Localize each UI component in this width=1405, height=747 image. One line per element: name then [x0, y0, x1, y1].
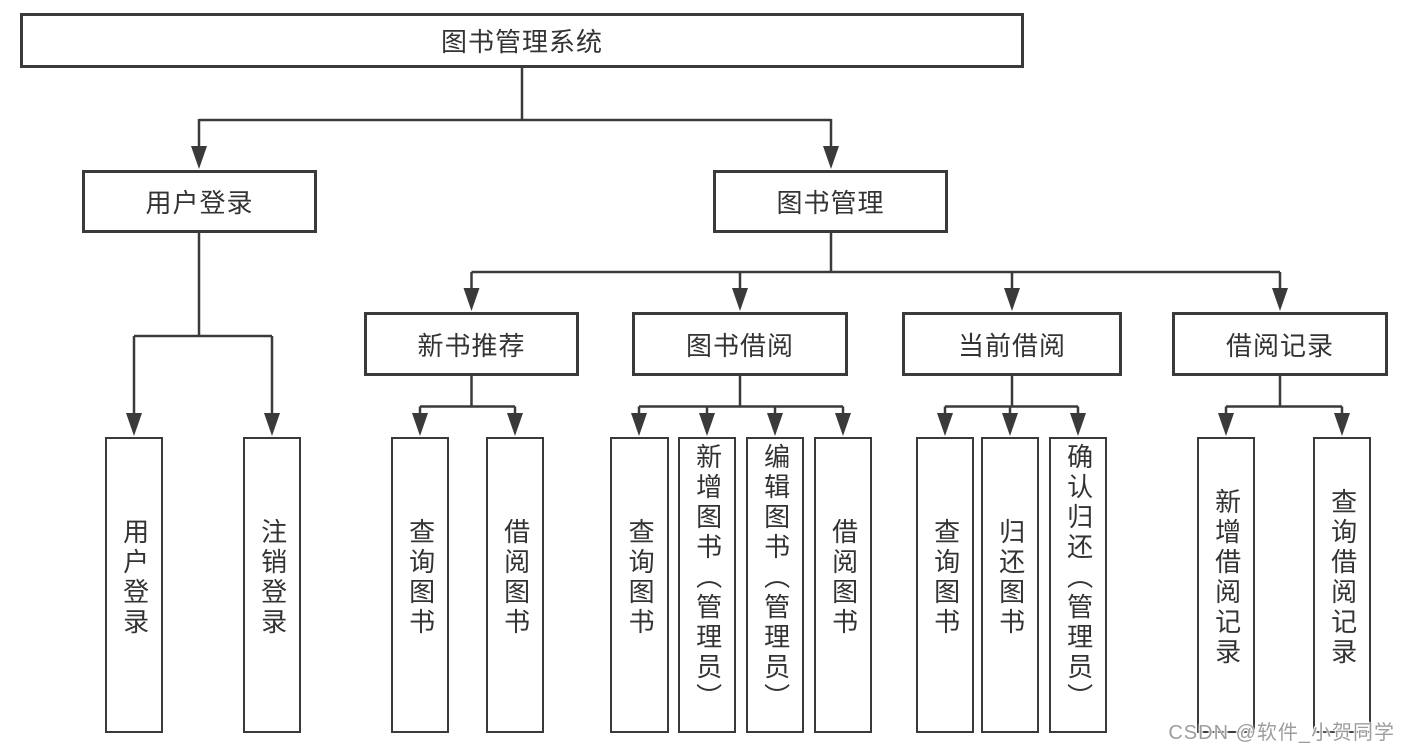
node-borrow-records-label: 借阅记录: [1225, 330, 1334, 361]
node-borrow-records: 借阅记录: [1172, 312, 1388, 376]
arrow-down-icon: [463, 288, 480, 311]
leaf-return-books-label: 归还图书: [995, 518, 1026, 638]
leaf-add-borrow-record: 新增借阅记录: [1197, 437, 1255, 733]
connector-new-book-to-leaves: [418, 376, 517, 414]
connector-current-borrow-to-leaves: [943, 376, 1080, 414]
connector-root-to-level2: [197, 68, 833, 147]
arrow-down-icon: [126, 413, 142, 436]
leaf-edit-books-admin-label: 编辑图书（管理员）: [760, 443, 791, 713]
connector-book-borrow-to-leaves: [637, 376, 845, 414]
leaf-newbook-borrow-books-label: 借阅图书: [500, 518, 531, 638]
arrow-down-icon: [767, 413, 783, 436]
arrow-down-icon: [191, 146, 207, 169]
leaf-borrow-query-books: 查询图书: [610, 437, 669, 733]
leaf-return-books: 归还图书: [981, 437, 1039, 733]
node-root-label: 图书管理系统: [440, 27, 603, 57]
arrow-down-icon: [1272, 288, 1288, 311]
leaf-confirm-return-admin: 确认归还（管理员）: [1049, 437, 1107, 733]
csdn-watermark: CSDN @软件_小贺同学: [1168, 722, 1395, 744]
leaf-logout: 注销登录: [243, 437, 301, 733]
arrow-down-icon: [1070, 413, 1086, 436]
leaf-borrow-books-label: 借阅图书: [828, 518, 859, 638]
connector-user-login-to-leaves: [132, 233, 274, 414]
node-current-borrow: 当前借阅: [902, 312, 1122, 376]
leaf-borrow-books: 借阅图书: [814, 437, 872, 733]
leaf-newbook-query-books: 查询图书: [391, 437, 449, 733]
node-book-borrow: 图书借阅: [632, 312, 848, 376]
leaf-newbook-query-books-label: 查询图书: [405, 518, 436, 638]
leaf-newbook-borrow-books: 借阅图书: [486, 437, 544, 733]
node-book-management: 图书管理: [713, 170, 948, 233]
leaf-add-books-admin: 新增图书（管理员）: [678, 437, 736, 733]
connector-borrow-records-to-leaves: [1224, 376, 1344, 414]
leaf-add-books-admin-label: 新增图书（管理员）: [692, 443, 723, 713]
arrow-down-icon: [507, 413, 523, 436]
node-book-borrow-label: 图书借阅: [685, 330, 794, 361]
leaf-current-query-books-label: 查询图书: [930, 518, 961, 638]
leaf-edit-books-admin: 编辑图书（管理员）: [746, 437, 804, 733]
arrow-down-icon: [631, 413, 647, 436]
node-root: 图书管理系统: [20, 13, 1024, 68]
arrow-down-icon: [264, 413, 280, 436]
leaf-user-login: 用户登录: [105, 437, 163, 733]
arrow-down-icon: [732, 288, 748, 311]
arrow-down-icon: [937, 413, 953, 436]
connector-book-mgmt-to-level3: [470, 233, 1282, 289]
leaf-confirm-return-admin-label: 确认归还（管理员）: [1063, 443, 1094, 713]
node-book-management-label: 图书管理: [776, 188, 885, 218]
arrow-down-icon: [1218, 413, 1234, 436]
node-user-login-label: 用户登录: [145, 188, 254, 218]
leaf-add-borrow-record-label: 新增借阅记录: [1211, 488, 1242, 668]
arrow-down-icon: [1334, 413, 1350, 436]
arrow-down-icon: [699, 413, 715, 436]
arrow-down-icon: [835, 413, 851, 436]
leaf-current-query-books: 查询图书: [916, 437, 974, 733]
arrow-down-icon: [1002, 413, 1018, 436]
node-new-book-recommend: 新书推荐: [364, 312, 579, 376]
leaf-borrow-query-books-label: 查询图书: [625, 518, 656, 638]
arrow-down-icon: [823, 146, 839, 169]
leaf-query-borrow-record-label: 查询借阅记录: [1327, 488, 1358, 668]
leaf-logout-label: 注销登录: [257, 518, 288, 638]
leaf-query-borrow-record: 查询借阅记录: [1313, 437, 1371, 733]
leaf-user-login-label: 用户登录: [119, 518, 150, 638]
node-new-book-recommend-label: 新书推荐: [417, 330, 526, 361]
arrow-down-icon: [1004, 288, 1020, 311]
arrow-down-icon: [412, 413, 428, 436]
node-user-login: 用户登录: [82, 170, 317, 233]
node-current-borrow-label: 当前借阅: [957, 330, 1066, 361]
